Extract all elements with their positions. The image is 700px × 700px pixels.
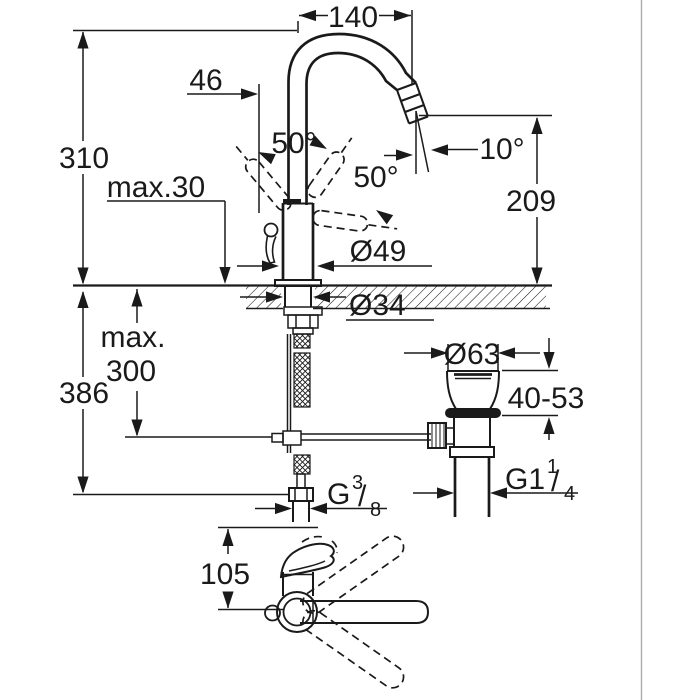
dimension-dia63 <box>404 344 540 370</box>
svg-text:/: / <box>358 480 367 513</box>
side-lever <box>263 222 279 264</box>
dimension-g38 <box>255 502 387 515</box>
svg-text:G: G <box>327 478 350 511</box>
dimension-105 <box>218 526 318 611</box>
label-spout-reach: 140 <box>328 1 378 34</box>
under-counter-assembly <box>125 286 431 522</box>
aerator <box>396 82 429 125</box>
dimension-310 <box>73 29 297 285</box>
dimension-g114 <box>413 487 578 499</box>
dimension-10deg <box>384 110 478 174</box>
dimension-max300 <box>131 289 143 437</box>
label-waste-thread: G1 1 / 4 <box>505 456 575 505</box>
svg-text:8: 8 <box>370 499 381 521</box>
popup-waste-assembly <box>427 370 501 517</box>
dimension-dia49 <box>237 260 432 272</box>
svg-text:1: 1 <box>547 456 558 478</box>
svg-text:3: 3 <box>352 472 363 494</box>
label-height-below: 386 <box>59 377 109 410</box>
svg-text:/: / <box>551 465 560 498</box>
label-spout-offset: 46 <box>189 64 222 97</box>
label-handle-projection: 105 <box>200 558 250 591</box>
label-waste-flange-diameter: Ø63 <box>444 338 501 371</box>
label-rod-max-2: 300 <box>106 355 156 388</box>
dimension-209 <box>419 114 552 285</box>
faucet-side-view <box>235 32 429 287</box>
handle-top-view <box>264 535 430 689</box>
label-lever-angle-left: 50° <box>271 127 316 160</box>
svg-text:G1: G1 <box>505 463 545 496</box>
lever-position-up-right <box>306 137 353 199</box>
label-deck-max: max.30 <box>107 171 205 204</box>
dimension-dia34 <box>240 291 434 321</box>
dimension-46 <box>187 84 260 213</box>
counter-section <box>73 284 552 310</box>
lever-position-open <box>312 209 398 232</box>
label-height-above: 310 <box>59 142 109 175</box>
label-supply-thread: G 3 / 8 <box>327 472 381 521</box>
label-rod-max-1: max. <box>100 321 165 354</box>
dimension-max30 <box>107 200 231 284</box>
label-body-diameter: Ø49 <box>350 235 407 268</box>
dimension-40-53 <box>502 338 558 440</box>
dimension-140 <box>297 9 413 85</box>
svg-text:4: 4 <box>564 483 575 505</box>
label-lever-angle-right: 50° <box>353 161 398 194</box>
label-outlet-height: 209 <box>506 185 556 218</box>
dimension-labels: 140 46 310 max.30 50° 50° 10° 209 Ø49 Ø3… <box>59 1 584 591</box>
dimension-386 <box>73 291 289 496</box>
faucet-body <box>274 199 322 287</box>
lever-position-up-left <box>235 145 292 212</box>
label-outlet-angle: 10° <box>479 133 524 166</box>
label-hole-diameter: Ø34 <box>349 289 406 322</box>
label-basin-thickness: 40-53 <box>508 382 585 415</box>
